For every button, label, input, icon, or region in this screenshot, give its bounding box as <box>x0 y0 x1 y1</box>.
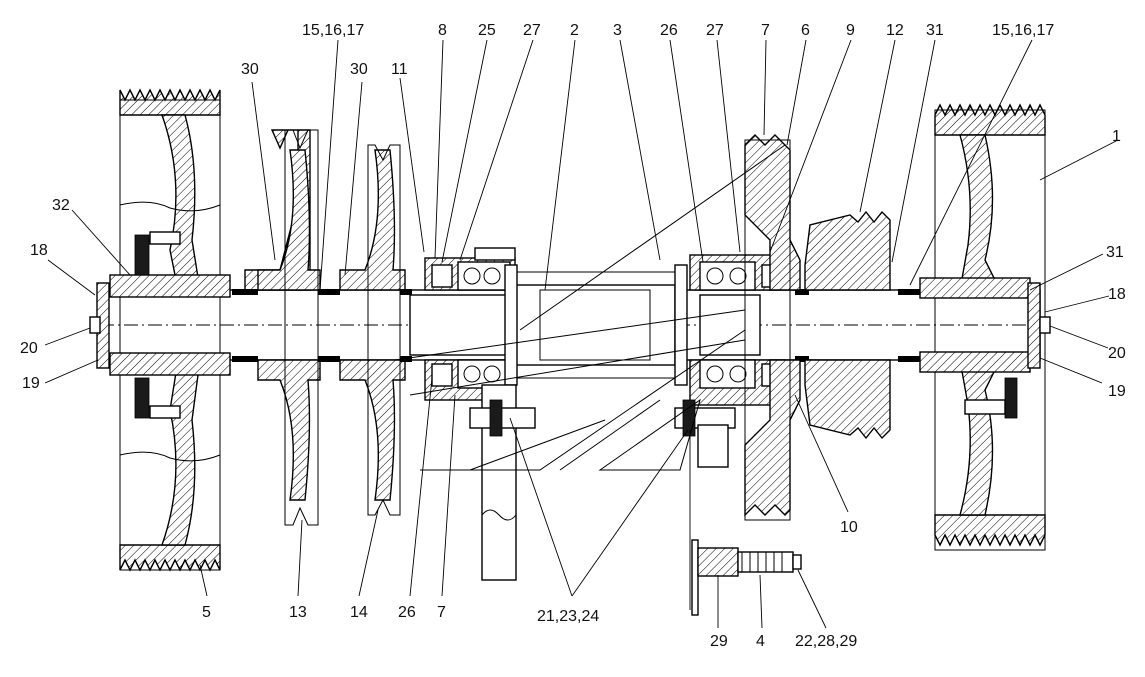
callout-20-left: 20 <box>20 340 38 357</box>
mount-bracket-left <box>469 384 536 581</box>
callout-18-right: 18 <box>1108 286 1126 303</box>
callout-8: 8 <box>438 22 447 39</box>
callout-2: 2 <box>570 22 579 39</box>
callout-9: 9 <box>846 22 855 39</box>
callout-15-16-17-right: 15,16,17 <box>992 22 1054 39</box>
callout-22-28-29: 22,28,29 <box>795 633 857 650</box>
callout-13: 13 <box>289 604 307 621</box>
ghost-outline <box>394 144 786 471</box>
leader-lines <box>44 39 1119 629</box>
callout-31-top: 31 <box>926 22 944 39</box>
callout-25: 25 <box>478 22 496 39</box>
callout-12: 12 <box>886 22 904 39</box>
callout-32: 32 <box>52 197 70 214</box>
callout-30-right: 30 <box>350 61 368 78</box>
callout-19-left: 19 <box>22 375 40 392</box>
callout-10: 10 <box>840 519 858 536</box>
callout-6: 6 <box>801 22 810 39</box>
callout-7-bottom: 7 <box>437 604 446 621</box>
spacer-sleeves <box>232 289 920 362</box>
callout-19-right: 19 <box>1108 383 1126 400</box>
callout-20-right: 20 <box>1108 345 1126 362</box>
callout-11: 11 <box>391 61 408 78</box>
pulley-13 <box>244 129 321 526</box>
pulley-12 <box>804 210 891 440</box>
callout-30-left: 30 <box>241 61 259 78</box>
left-end-washer <box>89 282 110 369</box>
callout-29: 29 <box>710 633 728 650</box>
callout-1: 1 <box>1112 128 1121 145</box>
pulley-14 <box>339 144 406 516</box>
left-end-pulley <box>109 88 231 572</box>
mount-bracket-right <box>674 399 736 610</box>
callout-26-bottom: 26 <box>398 604 416 621</box>
callout-14: 14 <box>350 604 368 621</box>
callout-27-right: 27 <box>706 22 724 39</box>
callout-31-right: 31 <box>1106 244 1124 261</box>
callout-18-left: 18 <box>30 242 48 259</box>
callout-27-left: 27 <box>523 22 541 39</box>
central-tube <box>504 264 688 386</box>
callout-3: 3 <box>613 22 622 39</box>
callout-labels: 1 2 3 4 5 6 7 7 8 9 10 11 12 13 14 15,16… <box>20 22 1126 650</box>
callout-21-23-24: 21,23,24 <box>537 608 599 625</box>
callout-5: 5 <box>202 604 211 621</box>
callout-4: 4 <box>756 633 765 650</box>
callout-7-top: 7 <box>761 22 770 39</box>
tensioner-assembly <box>691 539 802 616</box>
left-bearing-housing <box>409 247 521 401</box>
callout-15-16-17-left: 15,16,17 <box>302 22 364 39</box>
right-end-washer <box>1027 282 1051 369</box>
right-end-pulley <box>919 103 1046 551</box>
pulley-6 <box>744 134 801 521</box>
callout-26-top: 26 <box>660 22 678 39</box>
